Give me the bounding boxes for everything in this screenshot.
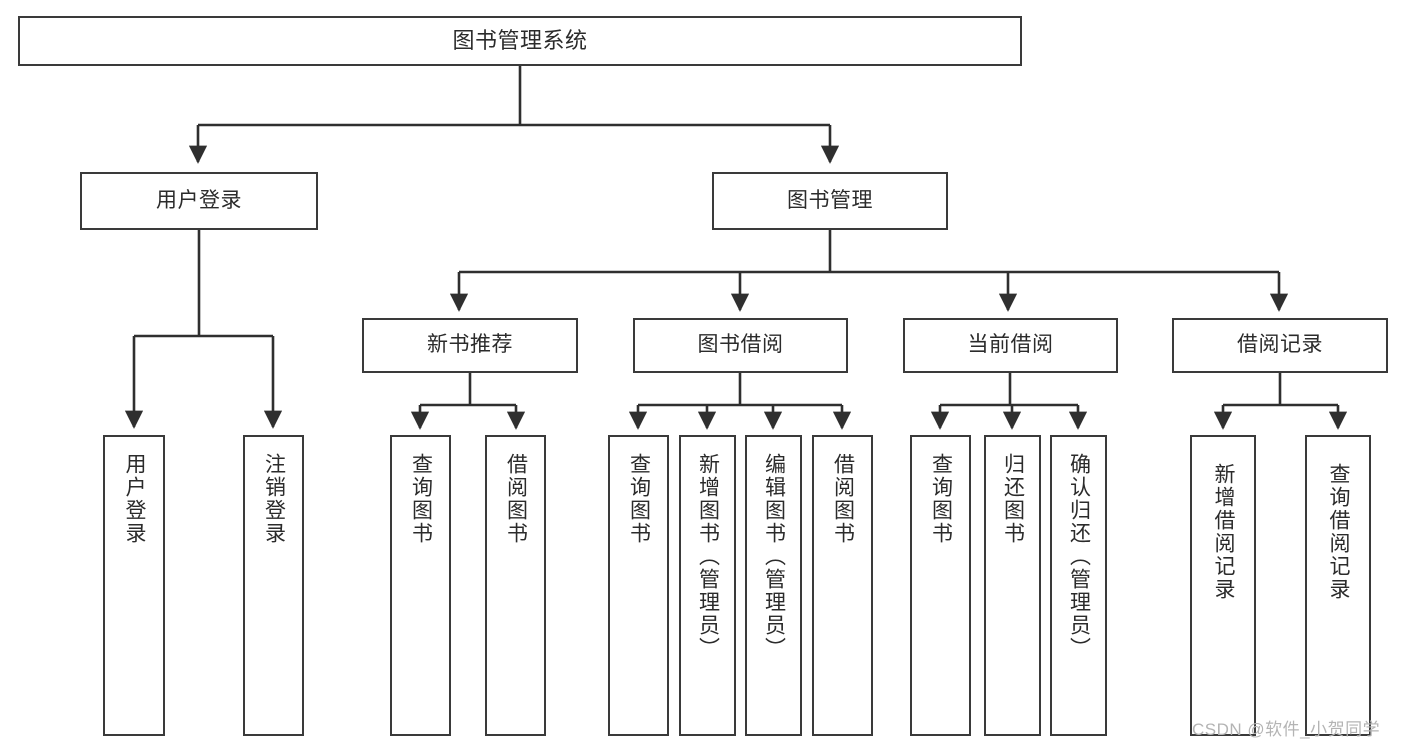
node-leaf-edit-book[interactable]: 编辑图书（管理员）	[745, 435, 802, 736]
node-book-borrow[interactable]: 图书借阅	[633, 318, 848, 373]
node-leaf-user-login-label: 用户登录	[123, 453, 147, 545]
node-borrow-record-label: 借阅记录	[1237, 333, 1323, 357]
node-book-borrow-label: 图书借阅	[697, 333, 784, 357]
node-leaf-confirm-return-label: 确认归还（管理员）	[1067, 453, 1091, 660]
node-current-borrow-label: 当前借阅	[967, 333, 1054, 357]
node-leaf-return-book-label: 归还图书	[1001, 453, 1025, 545]
node-leaf-query-record[interactable]: 查询借阅记录	[1305, 435, 1371, 736]
node-leaf-query-record-label: 查询借阅记录	[1327, 463, 1351, 601]
node-leaf-query-book-1-label: 查询图书	[409, 453, 433, 545]
node-new-book-rec-label: 新书推荐	[427, 333, 513, 357]
node-leaf-query-book-3[interactable]: 查询图书	[910, 435, 971, 736]
node-leaf-edit-book-label: 编辑图书（管理员）	[762, 453, 786, 660]
node-book-manage-label: 图书管理	[787, 188, 873, 212]
node-new-book-rec[interactable]: 新书推荐	[362, 318, 578, 373]
node-leaf-add-record[interactable]: 新增借阅记录	[1190, 435, 1256, 736]
node-leaf-borrow-book-2-label: 借阅图书	[831, 453, 855, 545]
csdn-watermark: CSDN @软件_小贺同学	[1192, 720, 1381, 739]
node-root-label: 图书管理系统	[452, 28, 588, 54]
node-book-manage[interactable]: 图书管理	[712, 172, 948, 230]
node-leaf-logout[interactable]: 注销登录	[243, 435, 304, 736]
node-leaf-return-book[interactable]: 归还图书	[984, 435, 1041, 736]
node-leaf-query-book-1[interactable]: 查询图书	[390, 435, 451, 736]
node-root[interactable]: 图书管理系统	[18, 16, 1022, 66]
node-leaf-user-login[interactable]: 用户登录	[103, 435, 165, 736]
node-leaf-confirm-return[interactable]: 确认归还（管理员）	[1050, 435, 1107, 736]
node-leaf-borrow-book-2[interactable]: 借阅图书	[812, 435, 873, 736]
node-leaf-borrow-book-1[interactable]: 借阅图书	[485, 435, 546, 736]
node-current-borrow[interactable]: 当前借阅	[903, 318, 1118, 373]
node-leaf-add-record-label: 新增借阅记录	[1212, 463, 1236, 601]
node-leaf-logout-label: 注销登录	[262, 453, 286, 545]
node-user-login-label: 用户登录	[156, 188, 242, 212]
node-leaf-borrow-book-1-label: 借阅图书	[504, 453, 528, 545]
node-borrow-record[interactable]: 借阅记录	[1172, 318, 1388, 373]
node-leaf-query-book-3-label: 查询图书	[929, 453, 953, 545]
node-leaf-add-book-label: 新增图书（管理员）	[696, 453, 720, 660]
node-leaf-query-book-2-label: 查询图书	[627, 453, 651, 545]
node-user-login[interactable]: 用户登录	[80, 172, 318, 230]
node-leaf-query-book-2[interactable]: 查询图书	[608, 435, 669, 736]
node-leaf-add-book[interactable]: 新增图书（管理员）	[679, 435, 736, 736]
